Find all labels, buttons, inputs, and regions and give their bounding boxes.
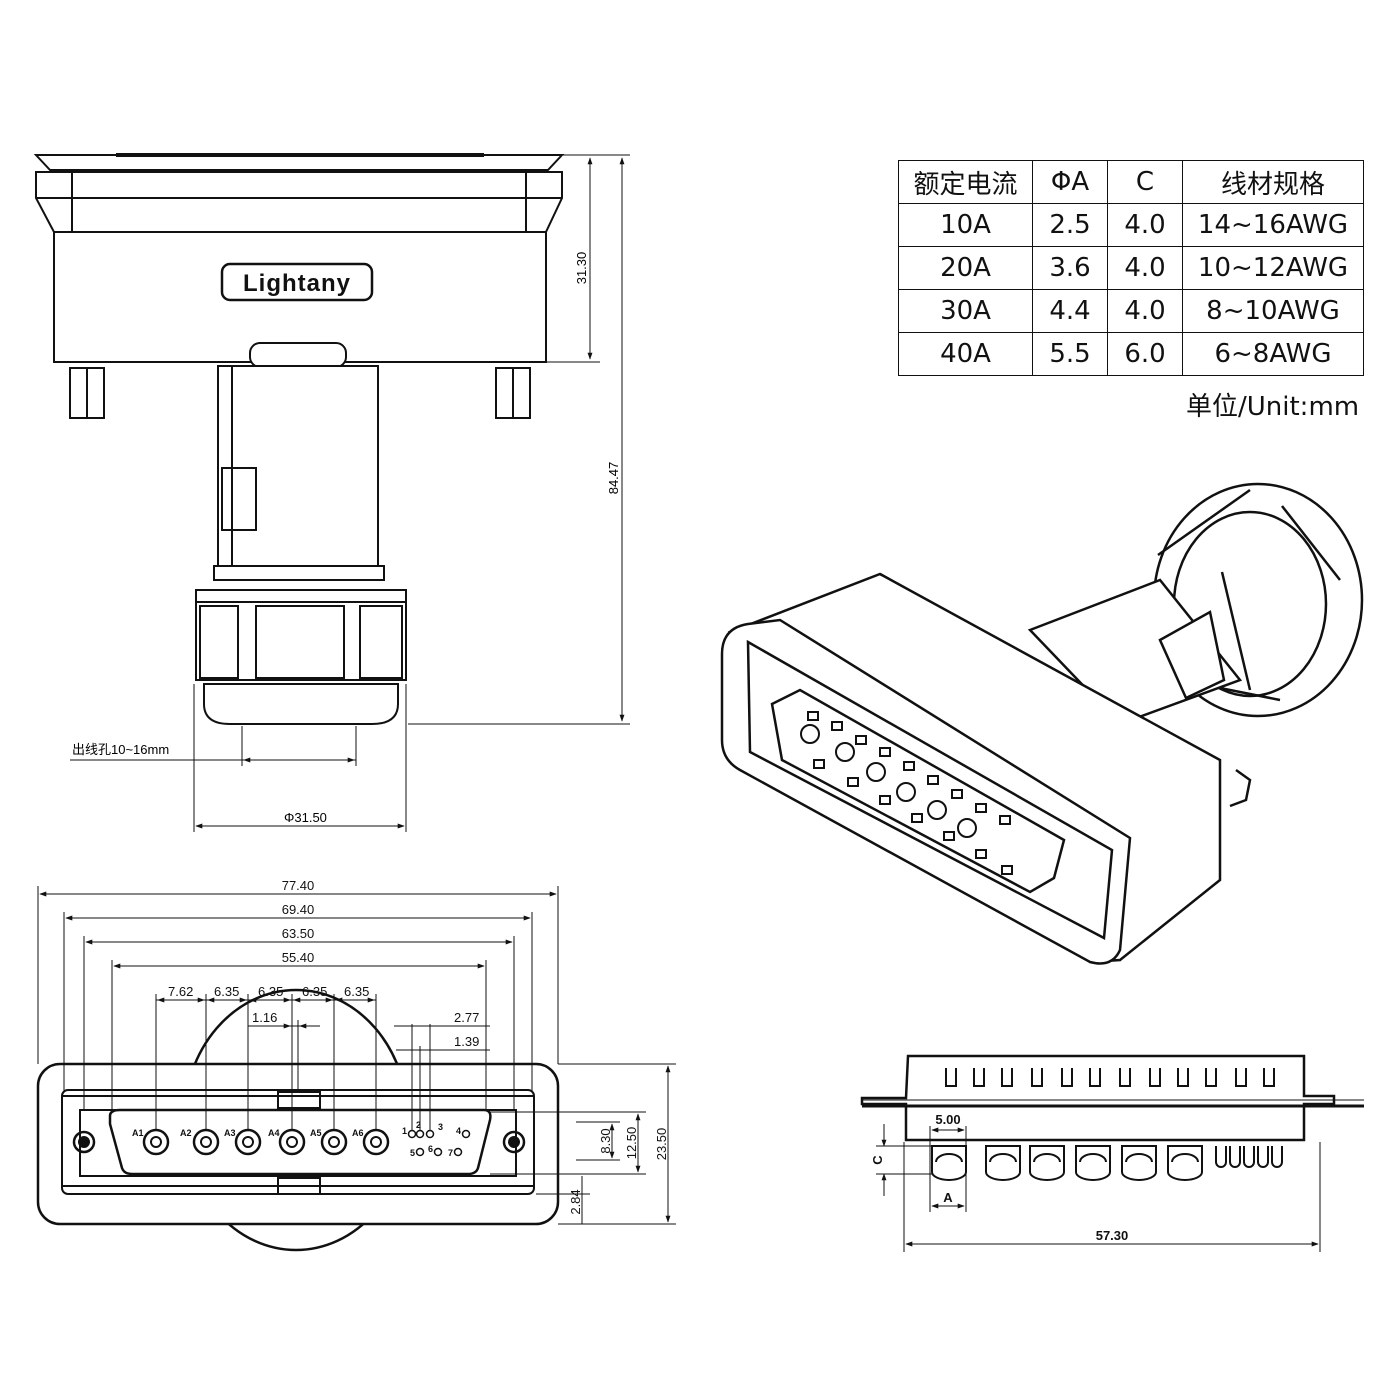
table-cell: 40A (898, 332, 1033, 376)
dim-bottom-offset: 2.84 (568, 1189, 583, 1214)
dim-first-pitch: 7.62 (168, 984, 193, 999)
table-cell: 3.6 (1032, 246, 1108, 290)
dim-pitch-2: 6.35 (258, 984, 283, 999)
side-view: Lightany (33, 153, 565, 725)
dim-signal-half: 1.39 (454, 1034, 479, 1049)
table-cell: 2.5 (1032, 203, 1108, 247)
header-wire-spec: 线材规格 (1182, 160, 1364, 204)
table-cell: 5.5 (1032, 332, 1108, 376)
dim-flange-h: 23.50 (654, 1128, 669, 1161)
dim-pitch-5: 5.00 (935, 1112, 960, 1127)
dim-pitch-4: 6.35 (344, 984, 369, 999)
front-dimension-labels: 77.40 69.40 63.50 55.40 7.62 6.35 6.35 6… (168, 878, 669, 1215)
pin-label-7: 7 (448, 1148, 453, 1158)
table-row: 40A 5.5 6.0 6~8AWG (898, 332, 1364, 376)
pin-label-3: 3 (438, 1122, 443, 1132)
dim-shell-inner: 55.40 (282, 950, 315, 965)
isometric-contacts (800, 711, 1013, 875)
front-view-dimensions (37, 886, 676, 1225)
profile-dimension-labels: 5.00 C A 57.30 (870, 1112, 1128, 1243)
dim-pitch-3: 6.35 (302, 984, 327, 999)
dim-shell-h: 12.50 (624, 1127, 639, 1160)
pin-label-a4: A4 (268, 1128, 280, 1138)
dim-inner-h: 8.30 (598, 1128, 613, 1153)
dim-center-offset: 1.16 (252, 1010, 277, 1025)
pin-label-a6: A6 (352, 1128, 364, 1138)
table-cell: 4.0 (1107, 246, 1183, 290)
signal-contacts (407, 1129, 471, 1157)
table-cell: 10A (898, 203, 1033, 247)
pin-label-a2: A2 (180, 1128, 192, 1138)
table-header-row: 额定电流 ΦA C 线材规格 (898, 160, 1364, 204)
profile-view (860, 1054, 1364, 1181)
pin-label-5: 5 (410, 1148, 415, 1158)
brand-logo-badge (220, 262, 374, 302)
profile-dimensions (876, 1124, 1321, 1252)
dim-mount-span: 69.40 (282, 902, 315, 917)
pin-label-6: 6 (428, 1144, 433, 1154)
brand-logo-text: Lightany (243, 270, 351, 297)
table-cell: 6~8AWG (1182, 332, 1364, 376)
table-cell: 6.0 (1107, 332, 1183, 376)
dim-total-width: 77.40 (282, 878, 315, 893)
pin-label-2: 2 (416, 1120, 421, 1130)
header-diameter-a: ΦA (1032, 160, 1108, 204)
dim-body-height: 31.30 (574, 252, 589, 285)
pin-label-1: 1 (402, 1126, 407, 1136)
pin-label-a3: A3 (224, 1128, 236, 1138)
table-cell: 4.0 (1107, 203, 1183, 247)
table-cell: 20A (898, 246, 1033, 290)
pin-label-a1: A1 (132, 1128, 144, 1138)
table-cell: 8~10AWG (1182, 289, 1364, 333)
side-view-dimensions (70, 154, 630, 832)
header-c: C (1107, 160, 1183, 204)
table-row: 10A 2.5 4.0 14~16AWG (898, 203, 1364, 247)
table-row: 20A 3.6 4.0 10~12AWG (898, 246, 1364, 290)
front-view (36, 988, 560, 1252)
pin-label-4: 4 (456, 1126, 461, 1136)
table-cell: 14~16AWG (1182, 203, 1364, 247)
table-row: 30A 4.4 4.0 8~10AWG (898, 289, 1364, 333)
label-c: C (870, 1155, 885, 1165)
dim-cable-hole: 出线孔10~16mm (72, 742, 169, 757)
table-cell: 30A (898, 289, 1033, 333)
dim-total-height: 84.47 (606, 462, 621, 495)
dim-length: 57.30 (1096, 1228, 1129, 1243)
spec-table: 额定电流 ΦA C 线材规格 10A 2.5 4.0 14~16AWG 20A … (898, 160, 1364, 376)
dim-shell-outer: 63.50 (282, 926, 315, 941)
front-pin-labels: A1 A2 A3 A4 A5 A6 1 2 3 4 5 6 7 (132, 1120, 461, 1158)
label-a: A (943, 1190, 953, 1205)
table-cell: 10~12AWG (1182, 246, 1364, 290)
isometric-view (720, 482, 1364, 965)
pin-label-a5: A5 (310, 1128, 322, 1138)
table-cell: 4.4 (1032, 289, 1108, 333)
dim-signal-pitch: 2.77 (454, 1010, 479, 1025)
header-rated-current: 额定电流 (898, 160, 1033, 204)
dim-nut-diameter: Φ31.50 (284, 810, 327, 825)
unit-note: 单位/Unit:mm (1186, 392, 1360, 422)
dim-pitch-1: 6.35 (214, 984, 239, 999)
table-cell: 4.0 (1107, 289, 1183, 333)
